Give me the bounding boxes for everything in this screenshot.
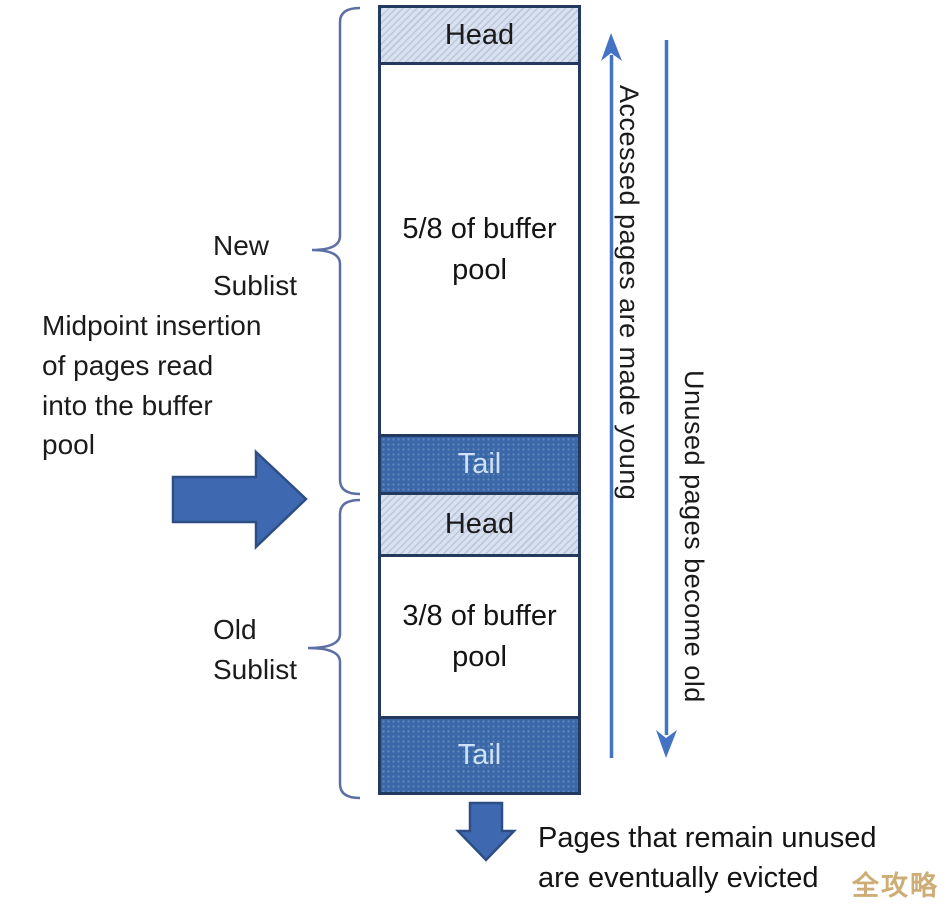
new-sublist-tail-label: Tail (457, 448, 502, 480)
eviction-arrow-icon (455, 801, 517, 862)
new-sublist-body-block: 5/8 of buffer pool (381, 65, 578, 437)
old-sublist-body-block: 3/8 of buffer pool (381, 557, 578, 719)
old-sublist-label: Old Sublist (213, 614, 298, 685)
watermark-text: 全攻略 (852, 871, 939, 901)
new-sublist-body-label: 5/8 of buffer pool (402, 212, 557, 286)
unused-pages-label: Unused pages become old (679, 370, 709, 703)
old-sublist-tail-label: Tail (457, 739, 502, 771)
old-sublist-tail-block: Tail (381, 719, 578, 792)
buffer-pool-column: Head 5/8 of buffer pool Tail Head 3/8 of… (378, 5, 581, 795)
old-sublist-head-label: Head (444, 508, 515, 540)
new-sublist-head-block: Head (381, 8, 578, 65)
old-sublist-body-label: 3/8 of buffer pool (402, 599, 557, 673)
unused-pages-down-arrow-icon (656, 40, 677, 758)
new-sublist-head-label: Head (444, 18, 515, 51)
midpoint-insertion-label: Midpoint insertion of pages read into th… (42, 310, 262, 461)
old-sublist-head-block: Head (381, 495, 578, 557)
midpoint-insertion-arrow-icon (171, 449, 308, 550)
new-sublist-tail-block: Tail (381, 437, 578, 495)
evicted-pages-label: Pages that remain unused are eventually … (538, 822, 877, 895)
accessed-pages-label: Accessed pages are made young (614, 85, 644, 501)
new-sublist-label: New Sublist (213, 230, 298, 301)
